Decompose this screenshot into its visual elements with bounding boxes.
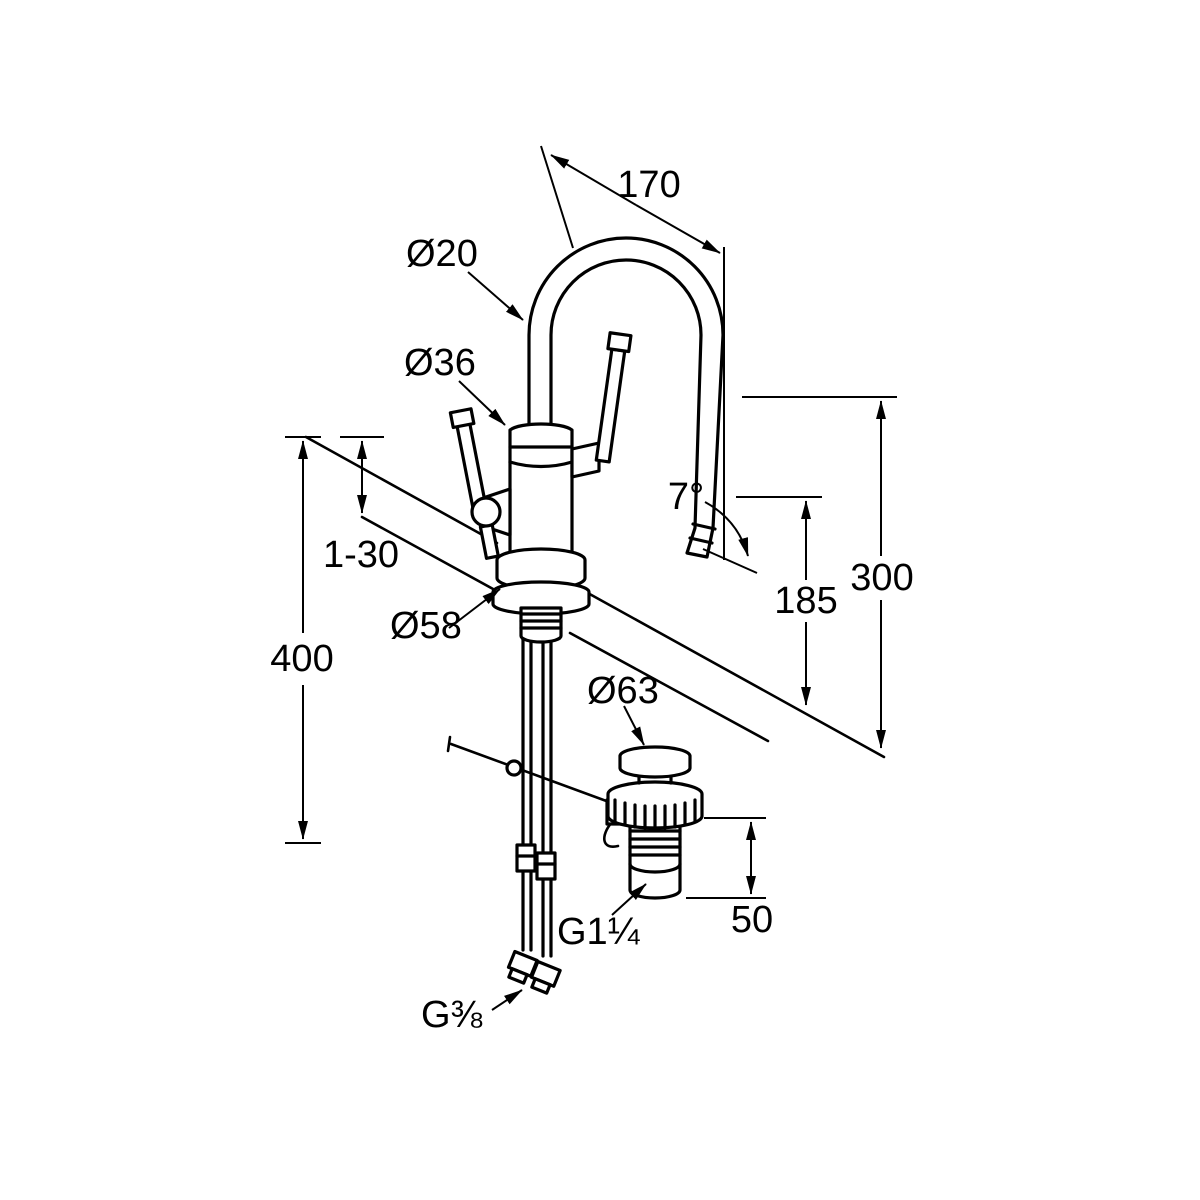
angle-arc bbox=[704, 501, 749, 557]
mounting-nut bbox=[519, 606, 563, 644]
label-supply-thread: G⅜ bbox=[421, 994, 483, 1036]
supply-connector bbox=[506, 949, 539, 985]
base-washer bbox=[491, 580, 591, 616]
label-total-height: 400 bbox=[270, 638, 333, 680]
label-body-diameter: Ø36 bbox=[404, 342, 476, 384]
left-handle bbox=[448, 407, 512, 560]
label-spout-angle: 7° bbox=[668, 476, 704, 518]
pop-up-rod bbox=[446, 735, 622, 808]
leader-body-diameter bbox=[458, 380, 506, 426]
right-handle bbox=[570, 331, 633, 479]
leader-base-flange-diameter bbox=[448, 588, 501, 629]
supply-connector bbox=[529, 959, 562, 995]
leader-supply-thread bbox=[491, 989, 523, 1011]
label-deck-thickness: 1-30 bbox=[323, 534, 399, 576]
waste-plug bbox=[618, 745, 692, 779]
supply-pipes bbox=[506, 634, 562, 995]
label-waste-thread: G1¼ bbox=[557, 911, 641, 953]
label-spout-reach: 170 bbox=[617, 164, 680, 206]
base-and-mounting bbox=[491, 547, 591, 644]
dimension-labels: 170 Ø20 Ø36 7° 1-30 Ø58 400 185 300 Ø63 … bbox=[270, 164, 913, 1036]
label-spout-top-height: 300 bbox=[850, 557, 913, 599]
leader-spout-tube-diameter bbox=[467, 271, 524, 321]
label-base-flange-diameter: Ø58 bbox=[390, 605, 462, 647]
mounting-plane-lines bbox=[304, 435, 886, 759]
pop-up-waste bbox=[603, 745, 704, 900]
dimension-lines bbox=[285, 145, 897, 1011]
leader-waste-plug-diameter bbox=[623, 705, 645, 746]
aerator-lines bbox=[688, 522, 717, 545]
label-outlet-height: 185 bbox=[774, 580, 837, 622]
label-waste-tail-length: 50 bbox=[731, 899, 773, 941]
waste-tailpipe bbox=[628, 820, 682, 900]
mixer-body bbox=[508, 422, 574, 558]
leader-waste-thread bbox=[611, 883, 647, 916]
label-spout-tube-diameter: Ø20 bbox=[406, 233, 478, 275]
label-waste-plug-diameter: Ø63 bbox=[587, 670, 659, 712]
spout bbox=[527, 236, 725, 559]
